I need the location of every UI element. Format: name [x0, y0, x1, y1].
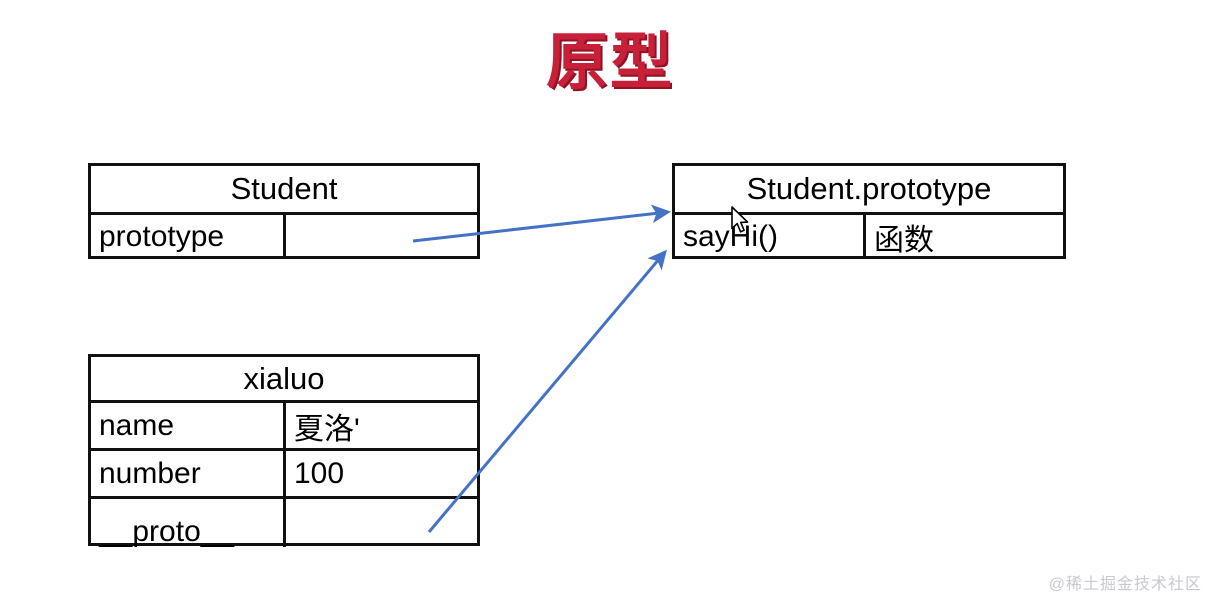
- table-row: prototype: [91, 215, 477, 259]
- diagram-box-student: Student prototype: [88, 163, 480, 259]
- table-row: sayHi() 函数: [675, 215, 1063, 259]
- table-row: __proto__: [91, 499, 477, 547]
- watermark: @稀土掘金技术社区: [1048, 576, 1202, 593]
- row-key-proto: __proto__: [91, 499, 286, 547]
- box-title-student-prototype: Student.prototype: [746, 171, 992, 206]
- row-value-number: 100: [294, 456, 345, 490]
- box-title-xialuo: xialuo: [243, 360, 325, 396]
- row-key-prototype: prototype: [91, 215, 286, 259]
- box-header-row: Student: [91, 166, 477, 215]
- row-value-name: 夏洛': [294, 412, 360, 446]
- row-key-name: name: [91, 403, 286, 448]
- row-value-proto: [286, 499, 477, 547]
- box-title-student: Student: [230, 171, 338, 206]
- table-row: number 100: [91, 451, 477, 499]
- row-key-sayhi: sayHi(): [675, 215, 866, 259]
- diagram-box-xialuo: xialuo name 夏洛' number 100 __proto__: [88, 354, 480, 547]
- table-row: name 夏洛': [91, 403, 477, 451]
- mouse-pointer-icon: [731, 206, 749, 233]
- page-title: 原型: [545, 28, 674, 97]
- diagram-box-student-prototype: Student.prototype sayHi() 函数: [672, 163, 1066, 259]
- box-header-row: xialuo: [91, 357, 477, 403]
- row-value-sayhi: 函数: [874, 224, 934, 257]
- box-header-row: Student.prototype: [675, 166, 1063, 215]
- row-value-prototype: [286, 215, 477, 259]
- row-key-number: number: [91, 451, 286, 496]
